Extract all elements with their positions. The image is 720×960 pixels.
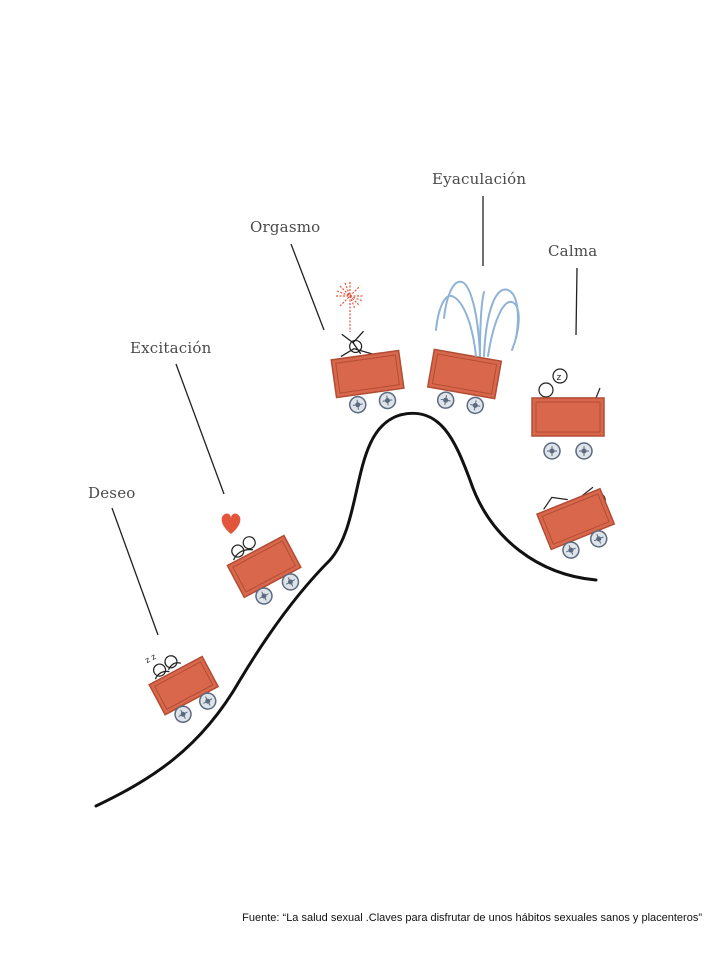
label-calma: Calma [548,242,597,260]
sleep-icon: z [553,369,567,383]
cart-descent [533,479,621,564]
cart-calma [532,383,604,459]
svg-text:z: z [557,373,562,383]
cart-deseo: z z [137,633,226,729]
svg-text:z z: z z [144,652,158,665]
cart-orgasmo [328,327,406,416]
heart-icon [222,513,241,534]
firework-icon [336,282,364,332]
source-caption: Fuente: “La salud sexual .Claves para di… [242,912,702,924]
leader-line-orgasmo [291,244,324,330]
rider-calma [538,383,600,398]
label-orgasmo: Orgasmo [250,218,320,236]
label-deseo: Deseo [88,484,136,502]
fountain-icon [436,282,519,356]
label-eyaculacion: Eyaculación [432,170,526,188]
leader-line-excitacion [176,364,224,494]
leader-line-calma [576,268,577,335]
cart-eyaculacion [425,349,502,416]
coaster-track [96,413,596,806]
label-excitacion: Excitación [130,339,211,357]
leader-line-deseo [112,508,158,635]
